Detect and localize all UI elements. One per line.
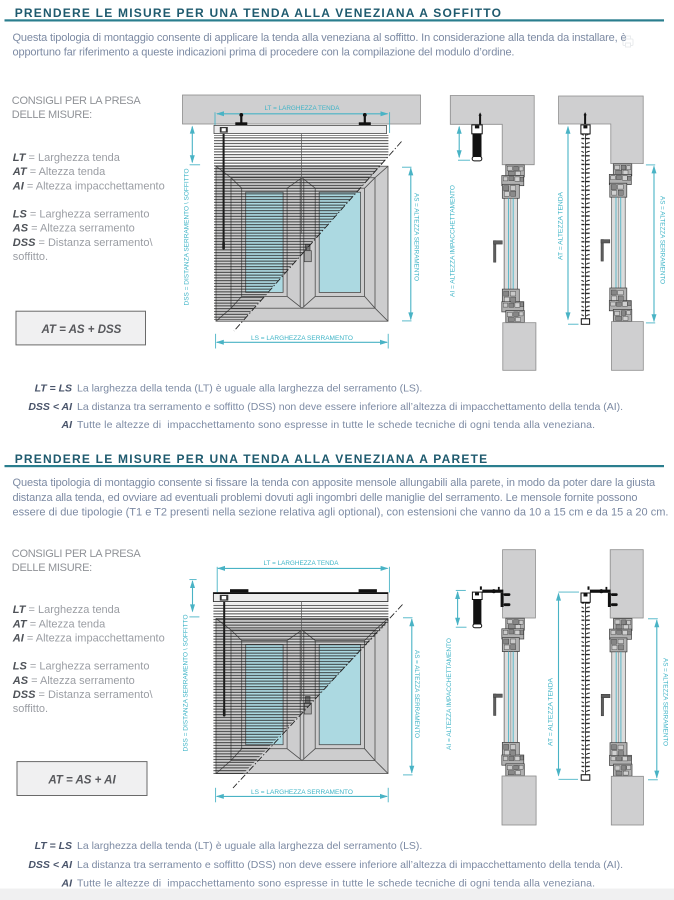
svg-text:LS = Larghezza serramento: LS = Larghezza serramento — [13, 208, 150, 220]
svg-text:LT = Larghezza tenda: LT = Larghezza tenda — [13, 604, 121, 616]
svg-text:AI = ALTEZZA IMPACCHETTAMENTO: AI = ALTEZZA IMPACCHETTAMENTO — [450, 185, 457, 297]
svg-text:LT = LS: LT = LS — [35, 382, 72, 394]
svg-text:AT = ALTEZZA TENDA: AT = ALTEZZA TENDA — [548, 678, 555, 746]
svg-text:Questa tipologia di montaggio: Questa tipologia di montaggio consente d… — [13, 32, 627, 44]
svg-text:Tutte le altezze di impacchet: Tutte le altezze di impacchettamento son… — [77, 877, 595, 889]
svg-text:LT = LARGHEZZA TENDA: LT = LARGHEZZA TENDA — [265, 105, 340, 112]
svg-text:PRENDERE LE MISURE PER UNA TEN: PRENDERE LE MISURE PER UNA TENDA ALLA VE… — [15, 452, 489, 466]
svg-text:AT = AS + AI: AT = AS + AI — [47, 774, 116, 786]
svg-text:AI = Altezza impacchettamento: AI = Altezza impacchettamento — [12, 180, 165, 192]
svg-text:AS = ALTEZZA SERRAMENTO: AS = ALTEZZA SERRAMENTO — [413, 193, 420, 281]
svg-text:LT = LS: LT = LS — [35, 840, 72, 852]
svg-text:AT = Altezza tenda: AT = Altezza tenda — [12, 166, 106, 178]
svg-text:DSS < AI: DSS < AI — [28, 401, 73, 413]
svg-text:soffitto.: soffitto. — [13, 703, 48, 715]
svg-text:AI: AI — [61, 877, 74, 889]
svg-text:AI = ALTEZZA IMPACCHETTAMENTO: AI = ALTEZZA IMPACCHETTAMENTO — [446, 638, 453, 750]
svg-text:AI = Altezza impacchettamento: AI = Altezza impacchettamento — [12, 633, 165, 645]
svg-text:DSS = DISTANZA SERRAMENTO \ SO: DSS = DISTANZA SERRAMENTO \ SOFFITTO — [183, 169, 190, 306]
svg-text:Tutte le altezze di impacchet: Tutte le altezze di impacchettamento son… — [77, 419, 595, 431]
svg-text:DELLE MISURE:: DELLE MISURE: — [12, 562, 92, 574]
svg-text:essere di due tipologie (T1 e: essere di due tipologie (T1 e T2 present… — [13, 507, 669, 519]
svg-text:LS = LARGHEZZA SERRAMENTO: LS = LARGHEZZA SERRAMENTO — [251, 335, 353, 342]
svg-text:LT = LARGHEZZA TENDA: LT = LARGHEZZA TENDA — [264, 560, 339, 567]
svg-text:AS = ALTEZZA SERRAMENTO: AS = ALTEZZA SERRAMENTO — [413, 650, 420, 738]
svg-text:DSS = Distanza serramento\: DSS = Distanza serramento\ — [13, 237, 154, 249]
svg-text:DELLE MISURE:: DELLE MISURE: — [12, 109, 92, 121]
svg-text:DSS = DISTANZA SERRAMENTO \ SO: DSS = DISTANZA SERRAMENTO \ SOFFITTO — [183, 615, 190, 752]
svg-text:AS = Altezza serramento: AS = Altezza serramento — [12, 675, 135, 687]
svg-text:LS = Larghezza serramento: LS = Larghezza serramento — [13, 661, 150, 673]
svg-text:CONSIGLI PER LA PRESA: CONSIGLI PER LA PRESA — [12, 95, 142, 107]
svg-text:AI: AI — [61, 419, 74, 431]
svg-text:opportuno far riferimento a qu: opportuno far riferimento a queste indic… — [13, 47, 515, 59]
svg-text:La larghezza della tenda (LT): La larghezza della tenda (LT) è uguale a… — [77, 382, 422, 394]
svg-text:DSS = Distanza serramento\: DSS = Distanza serramento\ — [13, 689, 154, 701]
svg-text:DSS < AI: DSS < AI — [28, 859, 73, 871]
svg-text:Questa tipologia di montaggio: Questa tipologia di montaggio consente s… — [13, 477, 657, 489]
svg-text:La distanza tra serramento e s: La distanza tra serramento e soffitto (D… — [77, 401, 623, 413]
svg-text:distanza alla tenda, ed ovviar: distanza alla tenda, ed ovviare ad event… — [13, 492, 638, 504]
svg-text:AS = Altezza serramento: AS = Altezza serramento — [12, 223, 135, 235]
svg-text:La distanza tra serramento e s: La distanza tra serramento e soffitto (D… — [77, 859, 623, 871]
svg-text:AT = Altezza tenda: AT = Altezza tenda — [12, 618, 106, 630]
svg-text:AS = ALTEZZA SERRAMENTO: AS = ALTEZZA SERRAMENTO — [659, 196, 666, 284]
svg-text:AT = ALTEZZA TENDA: AT = ALTEZZA TENDA — [557, 192, 564, 260]
svg-text:PRENDERE LE MISURE PER UNA TEN: PRENDERE LE MISURE PER UNA TENDA ALLA VE… — [15, 6, 502, 20]
svg-text:soffitto.: soffitto. — [13, 251, 48, 263]
svg-text:LT = Larghezza tenda: LT = Larghezza tenda — [13, 152, 121, 164]
svg-text:La larghezza della tenda (LT): La larghezza della tenda (LT) è uguale a… — [77, 840, 422, 852]
svg-text:LS = LARGHEZZA SERRAMENTO: LS = LARGHEZZA SERRAMENTO — [251, 789, 353, 796]
svg-text:AT = AS + DSS: AT = AS + DSS — [40, 324, 121, 336]
svg-text:CONSIGLI PER LA PRESA: CONSIGLI PER LA PRESA — [12, 548, 142, 560]
svg-text:AS = ALTEZZA SERRAMENTO: AS = ALTEZZA SERRAMENTO — [662, 658, 669, 746]
